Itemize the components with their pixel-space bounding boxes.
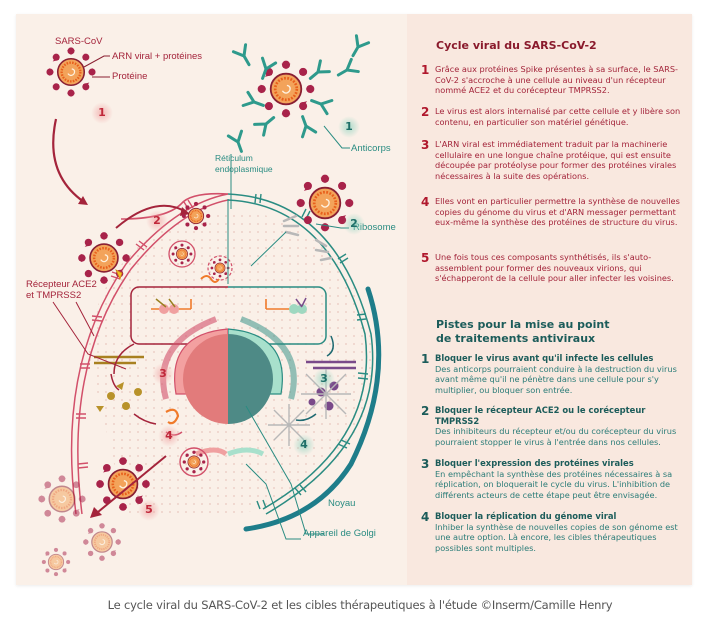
piste-number: 1 — [421, 352, 430, 366]
viral-cycle-diagram: SARS-CoV ARN viral + protéines Protéine … — [16, 14, 407, 585]
cycle-step-number: 1 — [421, 63, 430, 77]
step-marker-red-5: 5 — [138, 499, 160, 521]
piste-item: 1 Bloquer le virus avant qu'il infecte l… — [421, 353, 689, 395]
pistes-title-line2: de traitements antiviraux — [436, 332, 596, 345]
label-reticulum-2: endoplasmique — [215, 164, 273, 174]
piste-item: 3 Bloquer l'expression des protéines vir… — [421, 458, 689, 500]
cycle-step-text: Une fois tous ces composants synthétisés… — [435, 252, 674, 284]
piste-text: Des anticorps pourraient conduire à la d… — [435, 363, 677, 395]
label-anticorps: Anticorps — [351, 143, 391, 154]
step-marker-teal-4: 4 — [293, 434, 315, 456]
cycle-step-number: 3 — [421, 138, 430, 152]
piste-heading: Bloquer le récepteur ACE2 ou le corécept… — [435, 405, 646, 426]
text-panel: Cycle viral du SARS-CoV-2 1 Grâce aux pr… — [407, 14, 692, 585]
step-marker-teal-2: 2 — [343, 213, 365, 235]
cycle-step-number: 2 — [421, 105, 430, 119]
piste-text: Des inhibiteurs du récepteur et/ou du co… — [435, 426, 677, 447]
piste-item: 2 Bloquer le récepteur ACE2 ou le coréce… — [421, 405, 689, 447]
piste-number: 4 — [421, 510, 430, 524]
cycle-step: 2 Le virus est alors internalisé par cet… — [421, 106, 689, 127]
cell-illustration — [37, 34, 382, 577]
infographic-figure: SARS-CoV ARN viral + protéines Protéine … — [16, 14, 692, 585]
step-marker-teal-3: 3 — [313, 368, 335, 390]
cycle-step-text: L'ARN viral est immédiatement traduit pa… — [435, 139, 677, 181]
cycle-step-number: 5 — [421, 251, 430, 265]
cycle-step: 5 Une fois tous ces composants synthétis… — [421, 252, 689, 284]
label-reticulum: Réticulum — [215, 153, 253, 163]
piste-number: 3 — [421, 457, 430, 471]
piste-number: 2 — [421, 404, 430, 418]
label-sars-cov: SARS-CoV — [55, 36, 103, 47]
label-noyau: Noyau — [328, 498, 356, 509]
step-marker-red-1: 1 — [91, 102, 113, 124]
piste-heading: Bloquer la réplication du génome viral — [435, 511, 617, 521]
cycle-step-number: 4 — [421, 195, 430, 209]
cycle-step-text: Elles vont en particulier permettre la s… — [435, 196, 680, 228]
cycle-step: 1 Grâce aux protéines Spike présentes à … — [421, 64, 689, 96]
figure-caption: Le cycle viral du SARS-CoV-2 et les cibl… — [107, 598, 613, 612]
cycle-step-text: Grâce aux protéines Spike présentes à sa… — [435, 64, 678, 96]
pistes-title-line1: Pistes pour la mise au point — [436, 318, 610, 331]
piste-text: En empêchant la synthèse des protéines n… — [435, 468, 673, 500]
piste-text: Inhiber la synthèse de nouvelles copies … — [435, 521, 678, 553]
cycle-title: Cycle viral du SARS-CoV-2 — [436, 39, 597, 52]
label-recepteur: Récepteur ACE2 — [26, 279, 97, 290]
piste-heading: Bloquer le virus avant qu'il infecte les… — [435, 353, 654, 363]
label-proteine: Protéine — [112, 71, 148, 82]
step-marker-red-2: 2 — [146, 210, 168, 232]
piste-item: 4 Bloquer la réplication du génome viral… — [421, 511, 689, 553]
label-golgi: Appareil de Golgi — [303, 528, 376, 539]
step-marker-red-4: 4 — [158, 425, 180, 447]
step-marker-teal-1: 1 — [338, 116, 360, 138]
cycle-step: 4 Elles vont en particulier permettre la… — [421, 196, 689, 228]
label-arn-viral: ARN viral + protéines — [112, 51, 203, 62]
cycle-step: 3 L'ARN viral est immédiatement traduit … — [421, 139, 689, 181]
label-recepteur-2: et TMPRSS2 — [26, 290, 82, 301]
step-marker-red-3: 3 — [152, 363, 174, 385]
cycle-step-text: Le virus est alors internalisé par cette… — [435, 106, 681, 127]
label-ribosome: Ribosome — [353, 222, 396, 233]
piste-heading: Bloquer l'expression des protéines viral… — [435, 458, 634, 468]
